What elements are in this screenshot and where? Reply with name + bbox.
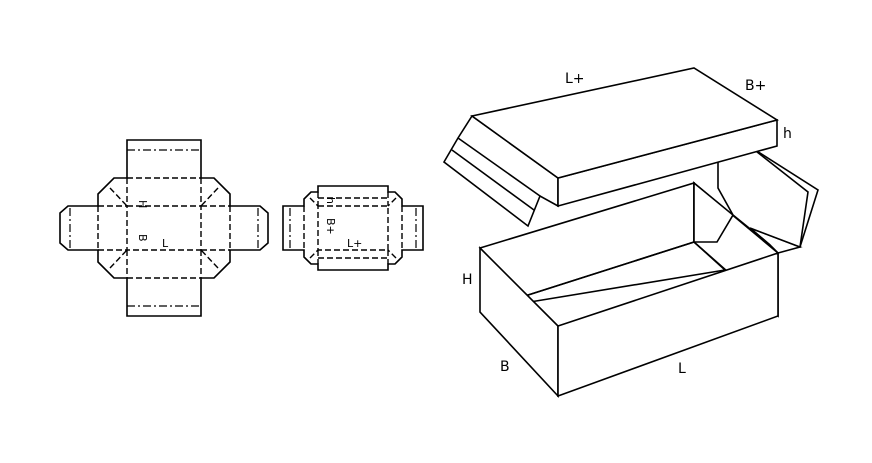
- lid: L+ B+ h: [442, 67, 819, 249]
- net-lid-label-l: L+: [347, 237, 362, 250]
- net-bottom-corner-3: [109, 249, 128, 269]
- base-corner-flap: [693, 181, 735, 243]
- lid-label-l: L+: [565, 71, 585, 87]
- net-lid-label-b: B+: [324, 218, 337, 235]
- base-front-wall: [557, 251, 779, 398]
- lid-right-side: [717, 147, 819, 249]
- net-bottom-corner-4: [200, 249, 219, 269]
- net-bottom-label-h: H: [136, 200, 149, 208]
- base-label-l: L: [678, 361, 686, 377]
- net-lid-label-h: h: [324, 197, 337, 204]
- base-label-h: H: [462, 272, 473, 288]
- base-tray: H B L: [462, 181, 803, 399]
- net-bottom-label-b: B: [136, 234, 149, 242]
- base-inner-rim: [529, 269, 726, 303]
- net-bottom-corner-1: [109, 187, 128, 207]
- lid-label-h: h: [783, 126, 792, 142]
- net-lid-fold-12: [387, 249, 397, 259]
- lid-left-fold-2: [451, 149, 535, 211]
- lid-left-fold-1: [457, 137, 541, 197]
- bottom-tray-net: H B L: [59, 139, 269, 317]
- net-lid-top-fold: [317, 205, 389, 251]
- net-bottom-corner-2: [200, 187, 219, 207]
- net-bottom-outline: [59, 139, 269, 317]
- net-bottom-base-fold: [126, 205, 202, 251]
- base-label-b: B: [500, 359, 510, 375]
- lid-top: [470, 67, 779, 179]
- lid-net: h B+ L+: [282, 185, 424, 271]
- box-3d-view: H B L L+ B+ h: [442, 67, 819, 399]
- lid-right-fold: [751, 147, 809, 248]
- lid-label-b: B+: [745, 78, 766, 94]
- net-lid-fold-9: [309, 197, 319, 207]
- net-bottom-label-l: L: [162, 237, 169, 250]
- net-lid-fold-10: [387, 197, 397, 207]
- net-lid-fold-11: [309, 249, 319, 259]
